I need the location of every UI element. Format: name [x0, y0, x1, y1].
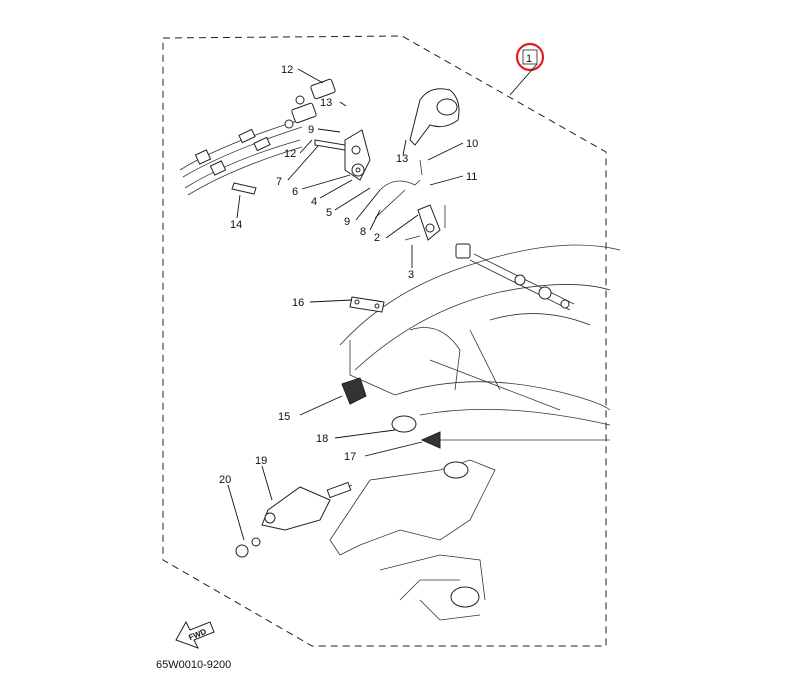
callout-2: 2 — [374, 232, 380, 244]
link-rod — [374, 159, 423, 219]
bottom-cowling — [339, 244, 621, 441]
callouts: 1 2 3 4 5 6 7 8 9 9 10 11 12 12 13 13 14… — [219, 53, 532, 486]
nut-washer-20 — [235, 537, 261, 558]
callout-1-box — [522, 49, 538, 65]
throttle-cam — [409, 88, 460, 146]
reference-code: 65W0010-9200 — [156, 659, 231, 671]
shift-rod — [455, 243, 575, 311]
fwd-arrow: FWD — [175, 620, 215, 649]
callout-9-lower: 9 — [344, 216, 350, 228]
callout-6: 6 — [292, 186, 298, 198]
callout-14: 14 — [230, 219, 242, 231]
callout-13-lower: 13 — [396, 153, 408, 165]
callout-19: 19 — [255, 455, 267, 467]
bracket-19 — [261, 481, 353, 531]
assembly-boundary — [162, 35, 607, 647]
callout-15: 15 — [278, 411, 290, 423]
callout-9-upper: 9 — [308, 124, 314, 136]
callout-18: 18 — [316, 433, 328, 445]
callout-12-lower: 12 — [284, 148, 296, 160]
callout-10: 10 — [466, 138, 478, 150]
leader-lines — [227, 63, 538, 541]
throttle-cables — [179, 119, 303, 196]
callout-1-highlight — [515, 42, 545, 72]
throttle-lever-lower — [404, 204, 446, 241]
callout-4: 4 — [311, 196, 317, 208]
callout-5: 5 — [326, 207, 332, 219]
callout-3: 3 — [408, 269, 414, 281]
fwd-label: FWD — [187, 627, 207, 642]
callout-7: 7 — [276, 176, 282, 188]
callout-12-upper: 12 — [281, 64, 293, 76]
cable-joints — [284, 78, 336, 129]
throttle-lever-bracket — [314, 129, 371, 181]
grommet — [341, 377, 441, 449]
callout-20: 20 — [219, 474, 231, 486]
callout-17: 17 — [344, 451, 356, 463]
plate-16 — [349, 296, 385, 313]
callout-8: 8 — [360, 226, 366, 238]
wire-clip — [231, 182, 257, 195]
callout-1: 1 — [526, 53, 532, 65]
callout-13-upper: 13 — [320, 97, 332, 109]
swivel-bracket — [329, 459, 496, 621]
callout-11: 11 — [466, 171, 477, 183]
callout-16: 16 — [292, 297, 304, 309]
